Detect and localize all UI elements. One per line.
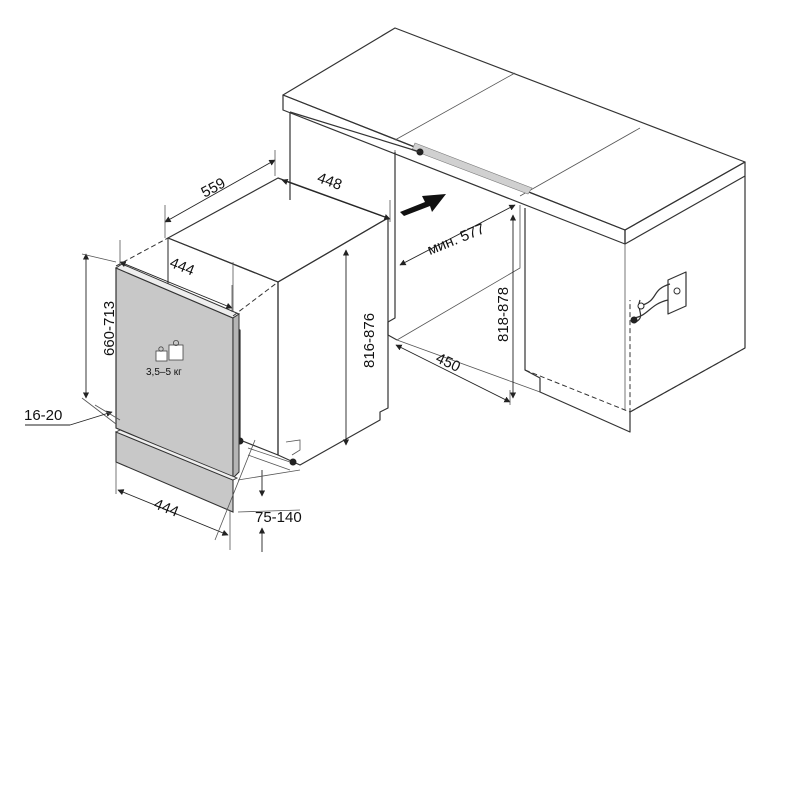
depth-label: 559 — [198, 175, 228, 202]
countertop-side-edge — [624, 161, 746, 245]
weight-icon — [155, 339, 184, 362]
height-label: 816-876 — [361, 313, 378, 368]
countertop-front-edge — [282, 94, 626, 245]
weight-label: 3,5–5 кг — [146, 367, 182, 378]
power-socket-icon — [630, 271, 687, 324]
foot-screw-right — [289, 458, 297, 466]
kitchen-cabinet — [282, 27, 746, 433]
niche-height-label: 818-878 — [495, 287, 512, 342]
right-cabinet — [524, 176, 746, 433]
niche-width-label: 450 — [433, 350, 463, 376]
left-cabinet-panel — [289, 112, 398, 341]
dishwasher-top — [167, 177, 389, 283]
plinth-height-label: 75-140 — [255, 509, 302, 526]
panel-height-label: 660-713 — [101, 301, 118, 356]
arrow-right-icon — [400, 194, 446, 216]
countertop-top — [282, 27, 746, 231]
dimension-lines — [25, 150, 517, 552]
countertop-gasket — [411, 142, 533, 195]
width-top-label: 448 — [315, 169, 344, 194]
plinth-width-label: 444 — [151, 496, 181, 521]
dishwasher-side — [277, 217, 389, 466]
door-width-label: 444 — [167, 254, 197, 279]
panel-thickness-label: 16-20 — [24, 407, 62, 424]
niche-depth-label: мин. 577 — [425, 220, 487, 258]
